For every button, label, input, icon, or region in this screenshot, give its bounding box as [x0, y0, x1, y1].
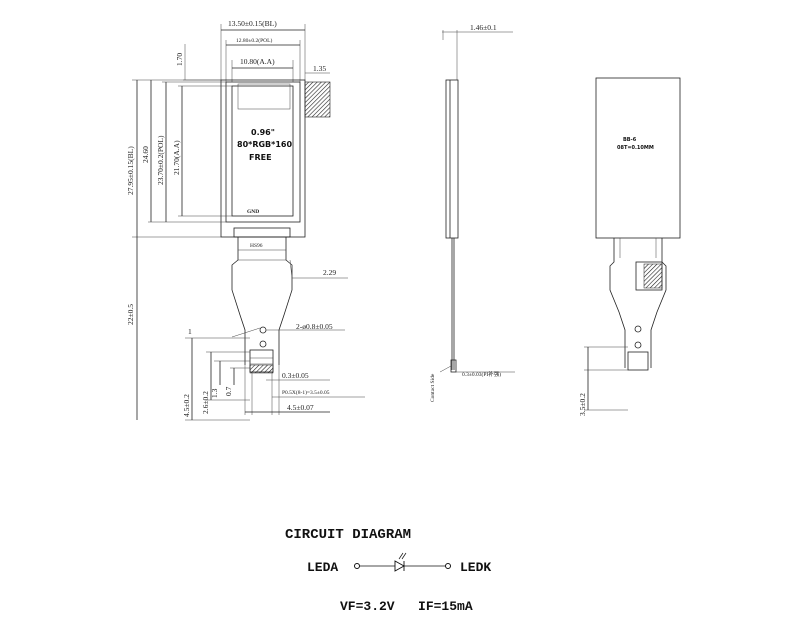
dim-pol-height: 23.70±0.2(POL) [156, 135, 165, 185]
dim-height-24: 24.60 [141, 146, 150, 163]
back-hatch [643, 263, 663, 289]
side-panel [445, 79, 459, 239]
dim-fpc-width: 4.5±0.07 [287, 403, 314, 412]
circuit-diagram: CIRCUIT DIAGRAM LEDA LEDK VF=3.2V IF=15m… [285, 527, 491, 614]
dim-v07: 0.7 [224, 386, 233, 396]
back-label-1: BB-6 [623, 137, 637, 143]
screen-size-text: 0.96" [251, 128, 275, 137]
anode-terminal [354, 563, 360, 569]
dim-thickness: 1.46±0.1 [470, 23, 497, 32]
stiffener-note: 0.3±0.03(PI补强) [462, 370, 501, 378]
circuit-title: CIRCUIT DIAGRAM [285, 527, 411, 543]
circuit-anode-label: LEDA [307, 560, 338, 575]
hatched-tape [304, 81, 331, 118]
dim-aa-height: 21.70(A.A) [172, 140, 181, 175]
dim-pol-width: 12.80±0.2(POL) [236, 37, 272, 44]
front-view: 13.50±0.15(BL) 12.80±0.2(POL) 10.80(A.A)… [126, 19, 365, 421]
bottom-label: GND [247, 209, 259, 215]
dim-pitch: P0.5X(8-1)=3.5±0.05 [282, 389, 330, 396]
active-area [231, 85, 294, 217]
dim-v26: 2.6±0.2 [201, 391, 210, 414]
dim-top-gap: 1.70 [175, 53, 184, 66]
back-view: BB-6 08T=0.10MM 3.5±0.2 [578, 77, 681, 416]
dim-right-margin: 1.35 [313, 64, 326, 73]
dim-fpc-offset: 2.29 [323, 268, 336, 277]
dim-v45: 4.5±0.2 [182, 394, 191, 417]
back-panel [595, 77, 681, 239]
screen-res-text: 80*RGB*160 [237, 140, 292, 149]
polarizer-outline [225, 81, 301, 223]
circuit-specs: VF=3.2V IF=15mA [340, 599, 473, 614]
led-diode-icon [394, 560, 405, 572]
screen-free-text: FREE [249, 153, 272, 162]
side-view: 1.46±0.1 0.3±0.03(PI补强) Contact Side [430, 23, 515, 402]
dim-bl-width: 13.50±0.15(BL) [228, 19, 277, 28]
circuit-cathode-label: LEDK [460, 560, 491, 575]
hole-top [259, 326, 267, 334]
dim-holes: 2-ø0.8±0.05 [296, 322, 333, 331]
fpc-label: HS96 [250, 243, 263, 249]
contact-side: Contact Side [430, 373, 436, 402]
dim-back-bottom: 3.5±0.2 [578, 393, 587, 416]
dim-03: 0.3±0.05 [282, 371, 309, 380]
dim-v13: 1.3 [210, 388, 219, 398]
dim-aa-width: 10.80(A.A) [240, 57, 275, 66]
back-label-2: 08T=0.10MM [617, 145, 654, 151]
svg-text:1: 1 [188, 327, 192, 336]
hole-bottom [259, 340, 267, 348]
cathode-terminal [445, 563, 451, 569]
dim-fpc-length: 22±0.5 [126, 304, 135, 325]
dim-bl-height: 27.95±0.15(BL) [126, 146, 135, 195]
